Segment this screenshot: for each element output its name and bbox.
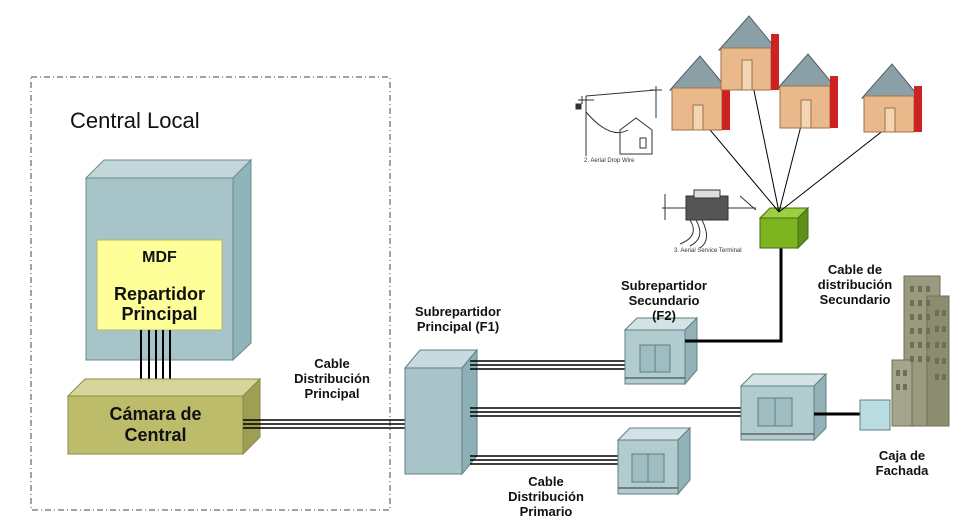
cable-principal-line [243, 419, 408, 429]
house-2 [717, 15, 779, 91]
cable-primario-label: Cable Distribución Primario [486, 474, 606, 519]
cable-secundario-line1: Cable de [827, 262, 883, 277]
cable-f1-to-lower-cabinet [470, 455, 623, 465]
aerial-service-terminal-caption: 3. Aerial Service Terminal [674, 248, 742, 254]
repartidor-line2: Principal [121, 304, 198, 324]
house-1 [668, 55, 730, 131]
cable-principal-line2: Distribución [294, 371, 370, 386]
f2-line2: Secundario [628, 293, 700, 308]
camara-label: Cámara de Central [68, 404, 243, 446]
cable-primario-line2: Distribución [508, 489, 584, 504]
caja-fachada-label: Caja de Fachada [852, 448, 952, 478]
aerial-terminal [758, 206, 810, 250]
f2-line3: (F2) [652, 308, 676, 323]
right-cabinet [739, 372, 828, 442]
f2-label: Subrepartidor Secundario (F2) [600, 278, 728, 323]
f1-cabinet [403, 348, 479, 476]
cable-secundario-label: Cable de distribución Secundario [800, 262, 910, 307]
central-local-boundary [30, 76, 391, 511]
cable-principal-line3: Principal [304, 386, 360, 401]
cable-primario-line1: Cable [528, 474, 564, 489]
house-3 [776, 53, 838, 129]
mdf-cables [140, 330, 171, 388]
central-local-title: Central Local [70, 108, 200, 133]
mdf-label: MDF [97, 248, 222, 268]
camara-line2: Central [124, 425, 187, 445]
mdf-panel [96, 239, 223, 331]
f1-line2: Principal (F1) [416, 319, 500, 334]
drop-lines [699, 75, 890, 213]
repartidor-label: Repartidor Principal [97, 284, 222, 324]
f1-line1: Subrepartidor [415, 304, 501, 319]
cable-principal-label: Cable Distribución Principal [272, 356, 392, 401]
lower-cabinet [616, 426, 692, 496]
aerial-drop-wire-sketch [575, 86, 662, 156]
mdf-title: MDF [142, 249, 177, 266]
caja-line1: Caja de [878, 448, 926, 463]
cable-primario-line3: Primario [519, 504, 573, 519]
building [891, 275, 950, 427]
cable-principal-line1: Cable [314, 356, 350, 371]
caja-fachada-box [859, 399, 891, 431]
cable-f1-to-f2 [470, 360, 627, 370]
cable-secundario-line2: distribución [817, 277, 893, 292]
cable-f1-to-right-cabinet [470, 407, 746, 417]
f2-cabinet [623, 316, 699, 386]
aerial-drop-wire-caption: 2. Aerial Drop Wire [584, 158, 635, 164]
caja-line2: Fachada [875, 463, 929, 478]
repartidor-line1: Repartidor [113, 284, 205, 304]
camara-line1: Cámara de [109, 404, 202, 424]
f1-label: Subrepartidor Principal (F1) [398, 304, 518, 334]
house-4 [860, 63, 922, 133]
cable-secundario-line [685, 246, 783, 343]
f2-line1: Subrepartidor [621, 278, 707, 293]
cable-secundario-line3: Secundario [819, 292, 891, 307]
aerial-service-terminal-sketch [662, 189, 757, 249]
camara-box [66, 377, 262, 456]
